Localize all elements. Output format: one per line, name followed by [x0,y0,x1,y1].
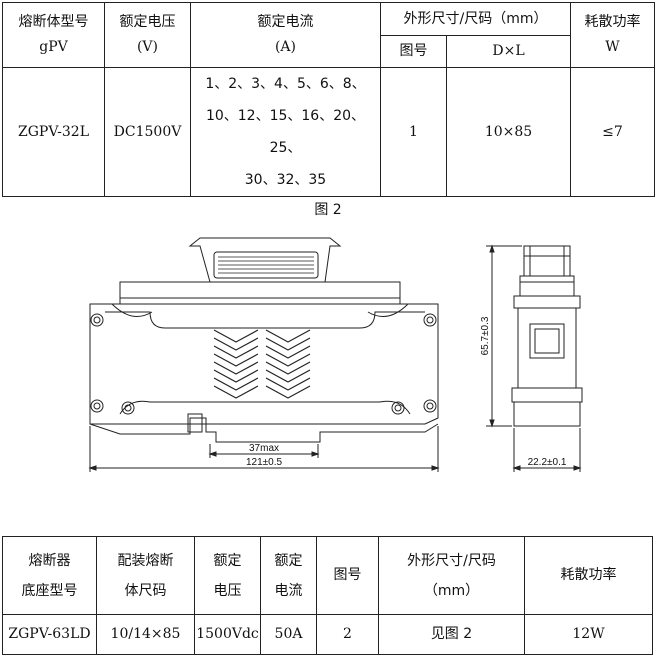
figure-caption: 图 2 [314,202,342,218]
cell-size: 10×85 [446,67,571,197]
cell-current: 1、2、3、4、5、6、8、 10、12、15、16、20、25、 30、32、… [190,67,381,197]
fuse-base-spec-table: 熔断器底座型号 配装熔断体尺码 额定电压 额定电流 图号 外形尺寸/尺码（mm）… [2,536,653,655]
cell-power: ≤7 [570,67,655,197]
header-rated-current: 额定电流 [260,536,317,615]
cell-size: 见图 2 [378,614,525,655]
header-fuse-model: 熔断体型号 gPV [2,2,105,68]
dim-inner-width: 37max [249,443,279,454]
fuse-spec-table: 熔断体型号 gPV 额定电压 (V) 额定电流 (A) 外形尺寸/尺码（mm） … [2,2,655,197]
header-rated-voltage: 额定电压 [194,536,261,615]
header-d-by-l: D×L [446,35,571,68]
header-fuse-size: 配装熔断体尺码 [96,536,195,615]
cell-voltage: DC1500V [104,67,191,197]
front-view [88,237,440,472]
header-dimensions: 外形尺寸/尺码（mm） [378,536,525,615]
dim-height: 65.7±0.3 [480,316,491,355]
cell-current: 50A [260,614,317,655]
header-rated-voltage: 额定电压 (V) [104,2,191,68]
header-power-dissipation: 耗散功率 [524,536,653,615]
cell-power: 12W [524,614,653,655]
dim-total-width: 121±0.5 [246,457,283,468]
table-row: ZGPV-63LD 10/14×85 1500Vdc 50A 2 见图 2 12… [2,614,653,655]
header-figure-number: 图号 [380,35,447,68]
header-figure-number: 图号 [316,536,379,615]
header-base-model: 熔断器底座型号 [2,536,97,615]
side-view [486,244,583,472]
cell-model: ZGPV-32L [2,67,105,197]
cell-figure-number: 2 [316,614,379,655]
header-rated-current: 额定电流 (A) [190,2,381,68]
cell-voltage: 1500Vdc [194,614,261,655]
dim-side-width: 22.2±0.1 [528,457,567,468]
header-power-dissipation: 耗散功率 W [570,2,655,68]
header-dimensions: 外形尺寸/尺码（mm） [380,2,571,36]
cell-fuse-size: 10/14×85 [96,614,195,655]
table-row: ZGPV-32L DC1500V 1、2、3、4、5、6、8、 10、12、15… [2,67,655,197]
fuse-holder-drawing: 37max 121±0.5 65.7±0.3 22.2±0.1 [88,237,583,472]
cell-model: ZGPV-63LD [2,614,97,655]
cell-figure-number: 1 [380,67,447,197]
